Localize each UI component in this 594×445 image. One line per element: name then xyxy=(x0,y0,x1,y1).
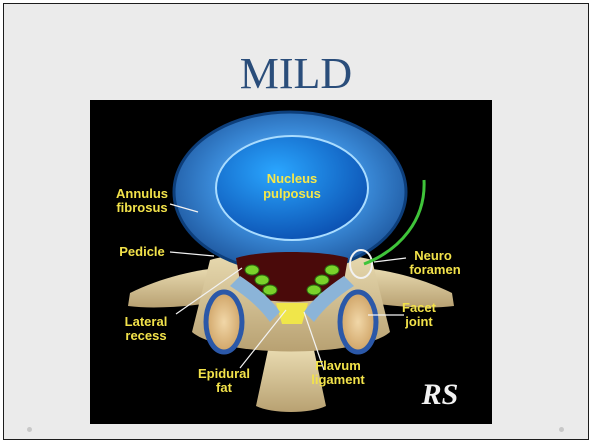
label-epidural-line2: fat xyxy=(216,380,233,395)
label-pedicle: Pedicle xyxy=(119,244,165,259)
slide: MILD xyxy=(3,3,589,440)
label-lateral-line1: Lateral xyxy=(125,314,168,329)
label-neuro-line1: Neuro xyxy=(414,248,452,263)
label-annulus-line2: fibrosus xyxy=(116,200,167,215)
artist-signature: RS xyxy=(421,378,459,411)
slide-bullet-right xyxy=(559,427,564,432)
label-lateral-line2: recess xyxy=(125,328,166,343)
label-epidural-line1: Epidural xyxy=(198,366,250,381)
slide-bullet-left xyxy=(27,427,32,432)
spine-illustration: Nucleus pulposus Annulus fibrosus Pedicl… xyxy=(90,100,492,424)
slide-title: MILD xyxy=(4,52,588,96)
facet-joint-left xyxy=(206,292,242,352)
label-annulus-line1: Annulus xyxy=(116,186,168,201)
label-flavum-line2: ligament xyxy=(311,372,365,387)
label-nucleus-line2: pulposus xyxy=(263,186,321,201)
label-facet-line2: joint xyxy=(404,314,433,329)
spine-cross-section-diagram: Nucleus pulposus Annulus fibrosus Pedicl… xyxy=(90,100,492,424)
label-flavum-line1: Flavum xyxy=(315,358,361,373)
label-nucleus-line1: Nucleus xyxy=(267,171,318,186)
label-neuro-line2: foramen xyxy=(409,262,460,277)
facet-joint-right xyxy=(340,292,376,352)
label-facet-line1: Facet xyxy=(402,300,437,315)
